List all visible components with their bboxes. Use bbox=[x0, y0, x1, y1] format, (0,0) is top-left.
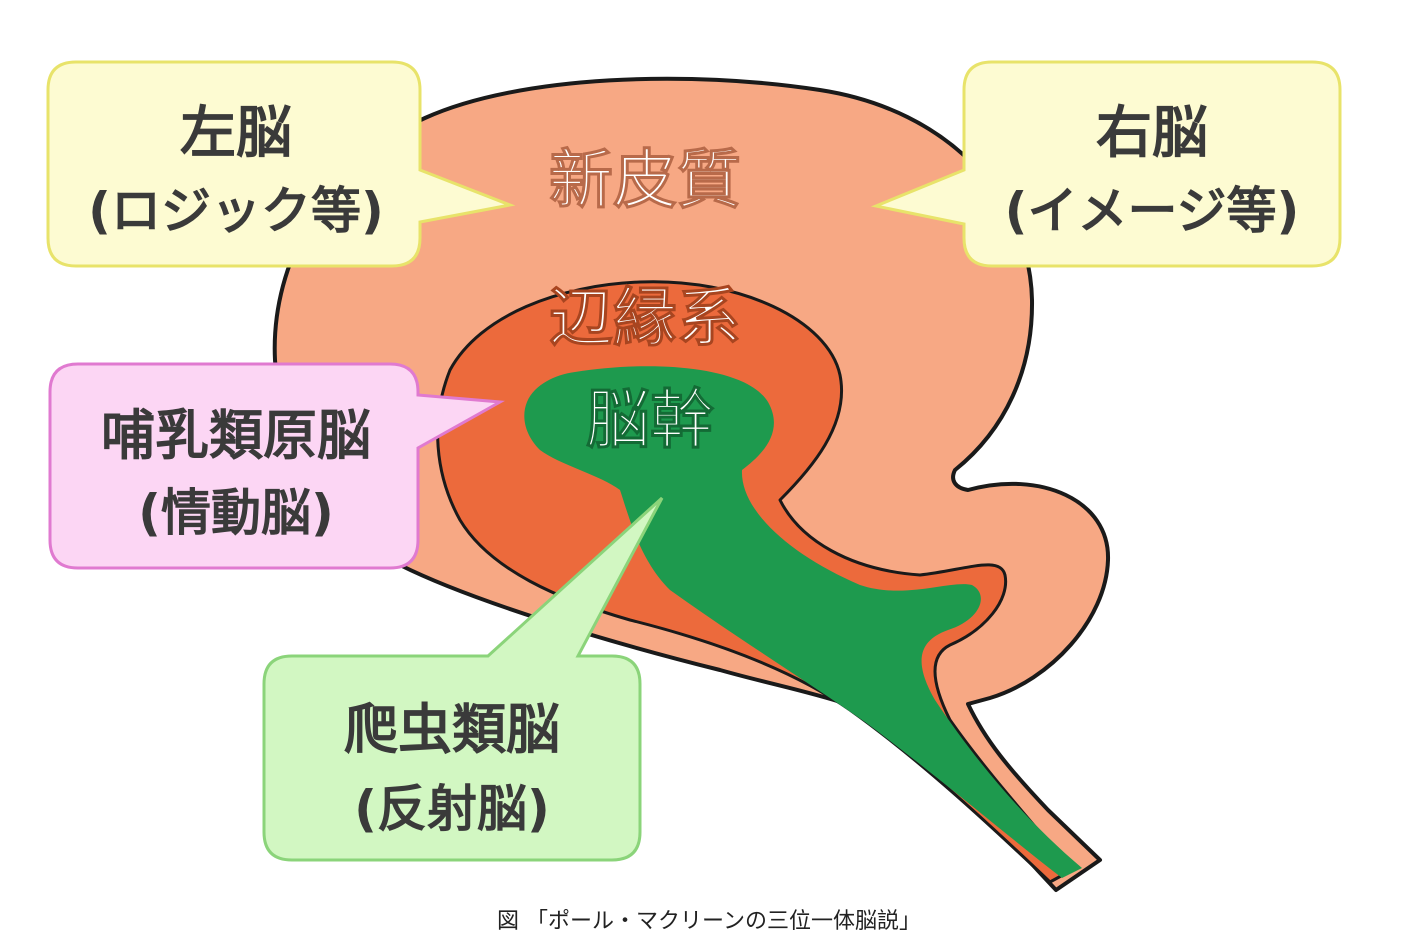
right-brain-subtitle: (イメージ等) bbox=[1005, 182, 1300, 240]
brainstem-region bbox=[524, 366, 1082, 878]
figure-caption: 図 「ポール・マクリーンの三位一体脳説」 bbox=[497, 909, 921, 934]
mammalian-callout-bubble bbox=[48, 362, 505, 570]
brainstem-label: 脳幹 bbox=[586, 384, 715, 458]
reptilian-subtitle: (反射脳) bbox=[354, 780, 550, 838]
reptilian-callout-bubble bbox=[262, 496, 664, 862]
left-brain-subtitle: (ロジック等) bbox=[88, 182, 384, 240]
reptilian-title: 爬虫類脳 bbox=[344, 698, 560, 761]
left-brain-title: 左脳 bbox=[180, 101, 292, 166]
mammalian-title: 哺乳類原脳 bbox=[101, 404, 371, 467]
mammalian-brain-callout: 哺乳類原脳 (情動脳) bbox=[48, 362, 505, 570]
left-brain-callout: 左脳 (ロジック等) bbox=[46, 60, 516, 268]
right-brain-callout: 右脳 (イメージ等) bbox=[870, 60, 1342, 268]
left-brain-callout-bubble bbox=[46, 60, 516, 268]
right-brain-title: 右脳 bbox=[1096, 101, 1208, 166]
reptilian-brain-callout: 爬虫類脳 (反射脳) bbox=[262, 496, 664, 862]
right-brain-callout-bubble bbox=[870, 60, 1342, 268]
neocortex-label: 新皮質 bbox=[549, 144, 741, 218]
mammalian-subtitle: (情動脳) bbox=[138, 484, 334, 542]
limbic-label: 辺縁系 bbox=[549, 282, 741, 356]
